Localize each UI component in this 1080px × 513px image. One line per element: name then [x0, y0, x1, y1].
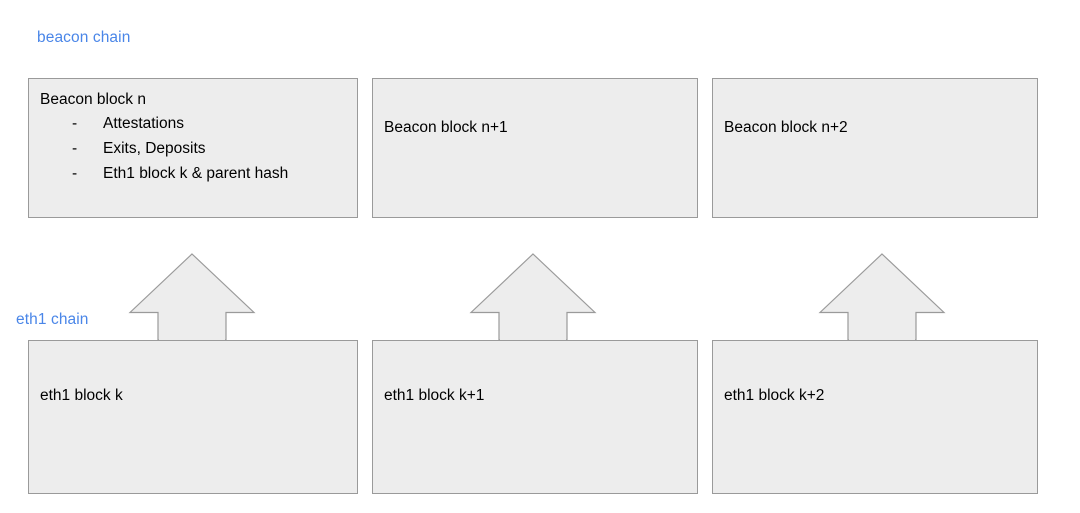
- eth1-block-k-plus-2-title: eth1 block k+2: [724, 387, 825, 404]
- bullet-marker: -: [72, 115, 78, 132]
- arrow-shape: [128, 253, 256, 341]
- eth1-chain-label: eth1 chain: [16, 311, 89, 328]
- eth1-block-k-plus-1-title: eth1 block k+1: [384, 387, 485, 404]
- list-item: - Exits, Deposits: [40, 136, 288, 161]
- bullet-label: Eth1 block k & parent hash: [103, 165, 289, 182]
- list-item: - Eth1 block k & parent hash: [40, 161, 288, 186]
- beacon-block-n-plus-2-title: Beacon block n+2: [724, 119, 848, 136]
- bullet-marker: -: [72, 165, 78, 182]
- eth1-block-k-plus-2[interactable]: eth1 block k+2: [712, 340, 1038, 494]
- bullet-label: Exits, Deposits: [103, 140, 206, 157]
- eth1-block-k[interactable]: eth1 block k: [28, 340, 358, 494]
- beacon-block-n-plus-1[interactable]: Beacon block n+1: [372, 78, 698, 218]
- bullet-label: Attestations: [103, 115, 184, 132]
- beacon-block-n-bullet-list: - Attestations - Exits, Deposits - Eth1 blo…: [40, 111, 288, 186]
- beacon-block-n[interactable]: Beacon block n - Attestations - Exits, Dep…: [28, 78, 358, 218]
- arrow-shape: [469, 253, 597, 341]
- list-item: - Attestations: [40, 111, 288, 136]
- arrow-eth1-block-k-plus-1-to-beacon-block-n-plus-1: [467, 250, 599, 342]
- beacon-block-n-plus-2[interactable]: Beacon block n+2: [712, 78, 1038, 218]
- eth1-block-k-title: eth1 block k: [40, 387, 123, 404]
- eth1-block-k-plus-1[interactable]: eth1 block k+1: [372, 340, 698, 494]
- beacon-chain-label: beacon chain: [37, 29, 131, 46]
- arrow-eth1-block-k-plus-2-to-beacon-block-n-plus-2: [816, 250, 948, 342]
- arrow-eth1-block-k-to-beacon-block-n: [126, 250, 258, 342]
- arrow-shape: [818, 253, 946, 341]
- beacon-block-n-title: Beacon block n: [40, 91, 146, 108]
- beacon-block-n-plus-1-title: Beacon block n+1: [384, 119, 508, 136]
- bullet-marker: -: [72, 140, 78, 157]
